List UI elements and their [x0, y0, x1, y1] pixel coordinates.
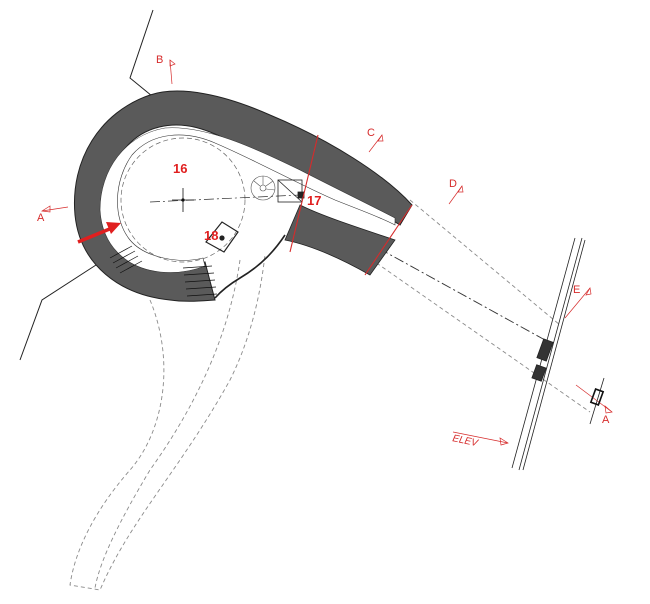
elevation-structure — [511, 237, 605, 471]
marker-flag — [457, 185, 464, 193]
stair-step — [182, 265, 213, 269]
room-18-fixture — [205, 221, 239, 253]
arrow-shaft — [77, 226, 113, 244]
section-cuts — [289, 134, 413, 276]
marker-flag — [40, 205, 51, 213]
spiral-wall — [73, 90, 413, 302]
central-room — [120, 137, 301, 263]
elev-block — [536, 338, 554, 362]
core-box — [277, 179, 303, 203]
stair-step — [115, 255, 139, 269]
stair-step — [185, 286, 217, 290]
core-diagonal — [277, 179, 303, 203]
dashed-ramp-inner — [94, 259, 241, 589]
marker-line — [575, 384, 613, 413]
spiral-stair — [250, 175, 276, 201]
elev-block — [531, 364, 547, 382]
central-room-circle — [120, 137, 246, 263]
room-label-16: 16 — [173, 161, 187, 176]
elev-block — [589, 388, 605, 406]
stair-step — [109, 245, 133, 259]
dashed-bridge — [299, 199, 591, 413]
spiral-walkway — [99, 127, 396, 273]
stairs — [109, 245, 218, 297]
bridge-edge-bottom — [364, 254, 591, 413]
elev-line — [518, 237, 583, 471]
marker-flag — [169, 59, 176, 67]
section-marker-A-right: A — [575, 384, 613, 426]
tail-inner-curve — [214, 234, 286, 299]
elevation-marker: ELEV — [451, 431, 509, 450]
section-label: B — [156, 54, 163, 66]
section-label: D — [449, 178, 457, 190]
stair-tread — [253, 180, 261, 187]
marker-flag — [499, 437, 509, 446]
dashed-ramp-outer — [69, 254, 266, 591]
marker-flag — [585, 286, 592, 296]
section-label: A — [602, 414, 610, 426]
site-line-left — [19, 264, 97, 361]
section-marker-E: E — [564, 284, 592, 319]
stair-step — [186, 293, 218, 297]
elev-line — [522, 239, 586, 471]
marker-flag — [377, 134, 384, 142]
marker-flag — [604, 405, 613, 414]
section-marker-B: B — [156, 54, 176, 85]
spiral-stair-core — [259, 184, 267, 192]
site-line-top — [129, 9, 154, 97]
stair-step — [119, 260, 143, 274]
fixture-outline — [205, 221, 239, 253]
section-marker-C: C — [367, 127, 384, 153]
section-label: C — [367, 127, 375, 139]
elevation-label: ELEV — [451, 433, 480, 449]
section-cut-1 — [289, 134, 319, 253]
fixture-dot — [219, 235, 225, 241]
room-label-17: 17 — [307, 193, 321, 208]
stair-tread — [265, 188, 276, 191]
bridge-edge-mid — [299, 204, 546, 341]
stair-tread — [265, 180, 274, 187]
stair-step — [112, 250, 136, 264]
site-boundary — [19, 9, 154, 361]
section-marker-D: D — [448, 178, 464, 205]
section-label: E — [573, 284, 580, 296]
section-cut-2 — [364, 204, 413, 276]
marker-line — [41, 206, 69, 212]
marker-line — [452, 431, 509, 444]
center-point — [181, 198, 185, 202]
entrance-arrow — [77, 222, 121, 244]
room-label-18: 18 — [204, 228, 218, 243]
marker-line — [564, 287, 591, 319]
tail-walls — [214, 204, 396, 299]
elev-line — [589, 377, 605, 425]
stair-step — [183, 272, 215, 276]
axis-line — [149, 194, 301, 203]
arrow-head — [106, 222, 121, 234]
bridge-edge-top — [409, 199, 561, 326]
dashed-ramp — [69, 254, 266, 591]
section-marker-A-left: A — [37, 205, 69, 224]
tail-wall-band — [284, 204, 396, 276]
section-label: A — [37, 212, 45, 224]
stair-step — [184, 279, 216, 283]
